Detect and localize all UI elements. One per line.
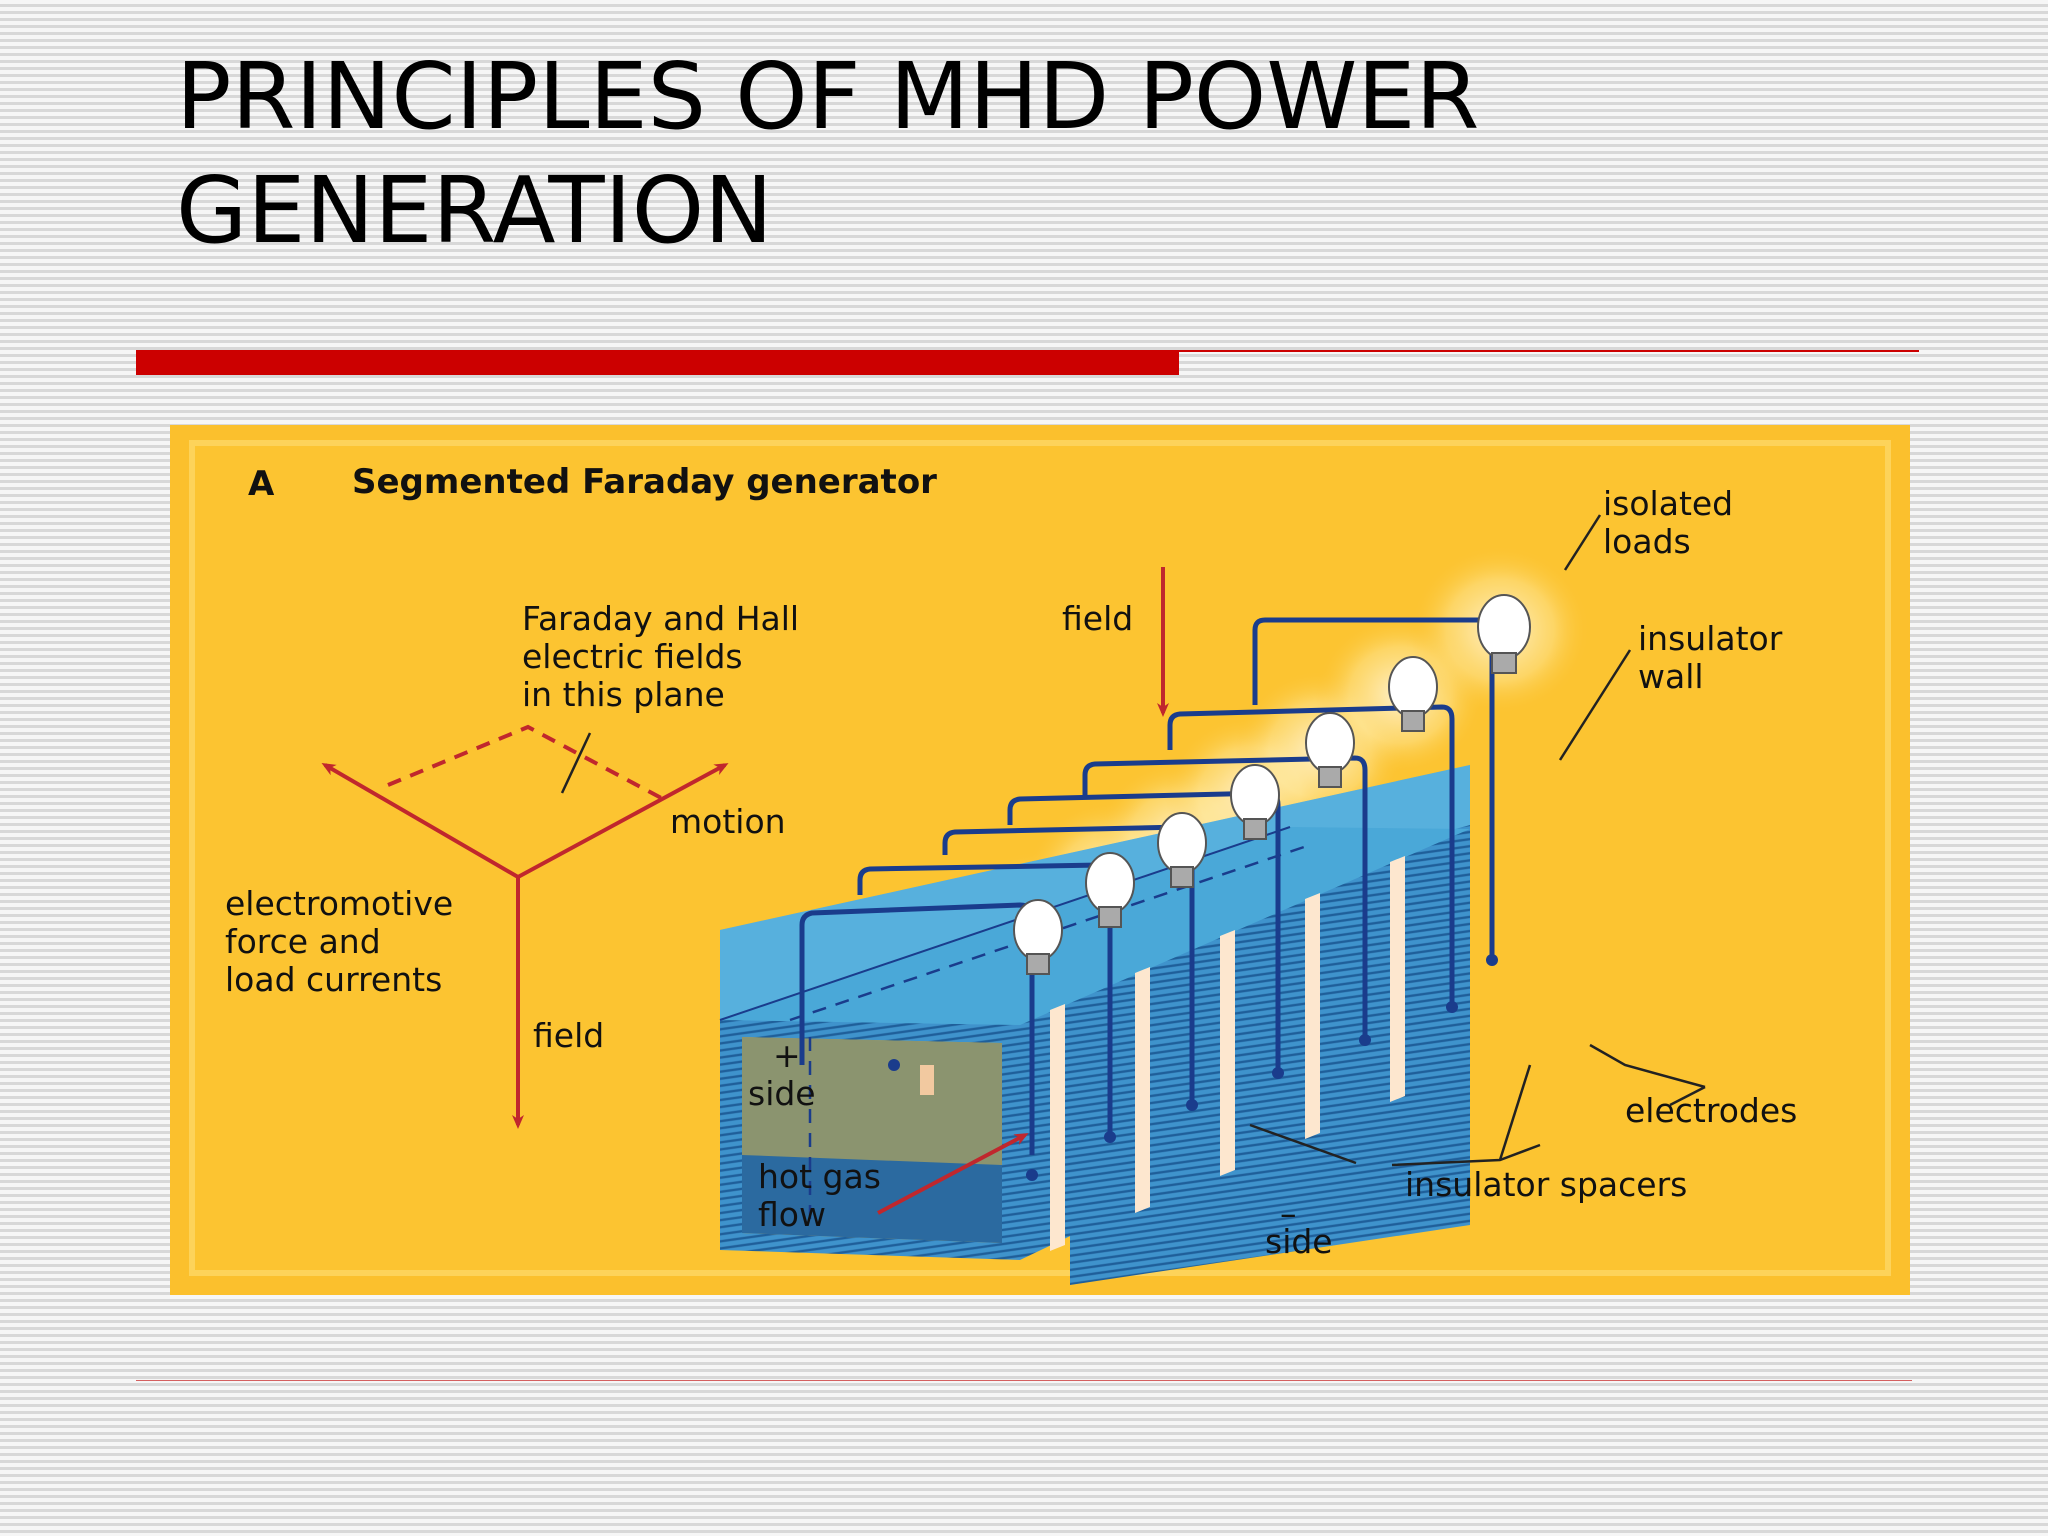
label-insulator-wall-1: insulator (1638, 619, 1783, 658)
label-electrodes: electrodes (1625, 1091, 1797, 1130)
panel-letter: A (248, 464, 275, 504)
label-minus-sign: – (1280, 1194, 1297, 1233)
label-isolated-loads-1: isolated (1603, 484, 1733, 523)
label-field-axis: field (533, 1016, 604, 1055)
label-insulator-wall-2: wall (1638, 657, 1704, 696)
label-insulator-spacers: insulator spacers (1405, 1165, 1687, 1204)
label-minus-side: side (1265, 1222, 1333, 1261)
light-bulbs (1013, 594, 1531, 975)
insulator-spacers (1050, 856, 1405, 1251)
diagram-heading: Segmented Faraday generator (352, 462, 937, 502)
field-axes (321, 724, 729, 1129)
label-hot-gas-2: flow (758, 1195, 826, 1234)
label-isolated-loads-2: loads (1603, 522, 1691, 561)
label-motion: motion (670, 802, 786, 841)
label-field-plane-2: electric fields (522, 637, 743, 676)
leader-lines (1249, 514, 1706, 1167)
label-emf-1: electromotive (225, 884, 453, 923)
generator-duct (719, 765, 1470, 1285)
hot-gas-arrow (877, 1133, 1029, 1215)
label-field-plane-3: in this plane (522, 675, 725, 714)
label-plus-sign: + (773, 1036, 801, 1075)
electrode-contacts (888, 954, 1498, 1181)
mhd-generator-diagram: A Segmented Faraday generator Faraday an… (170, 425, 1910, 1295)
label-emf-2: force and (225, 922, 381, 961)
diagram-canvas: A Segmented Faraday generator Faraday an… (189, 440, 1891, 1285)
label-emf-3: load currents (225, 960, 442, 999)
label-field-plane-1: Faraday and Hall (522, 599, 799, 638)
label-field-top: field (1062, 599, 1133, 638)
label-plus-side: side (748, 1074, 816, 1113)
footer-rule (136, 1380, 1912, 1381)
slide-title: PRINCIPLES OF MHD POWER GENERATION (176, 43, 1480, 264)
label-hot-gas-1: hot gas (758, 1157, 881, 1196)
title-underline-thick (136, 350, 1179, 375)
title-underline-thin (1179, 350, 1919, 352)
